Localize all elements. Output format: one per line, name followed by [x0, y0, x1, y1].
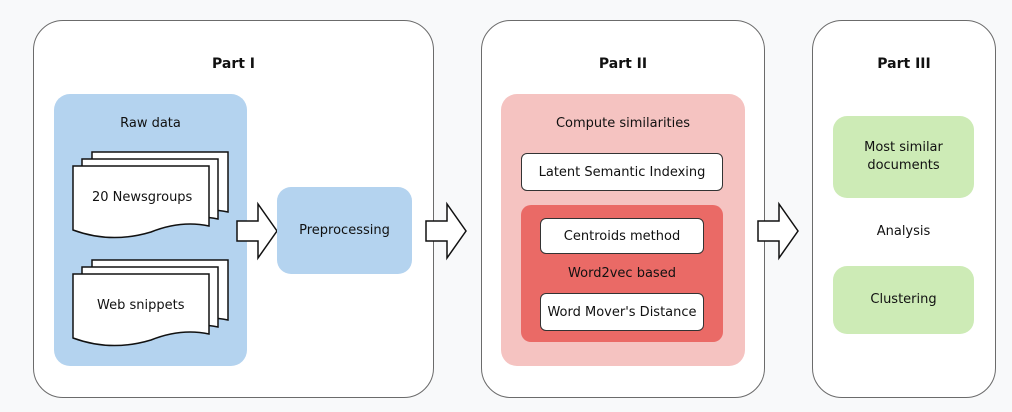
part-1-title: Part I: [211, 56, 255, 72]
raw-data-label: Raw data: [120, 116, 181, 131]
wmd-box: Word Mover's Distance: [540, 293, 704, 331]
part-3-panel: Part III: [812, 20, 996, 398]
doc-web-snippets-label: Web snippets: [97, 298, 185, 313]
most-similar-documents-label: Most similar documents: [864, 140, 943, 173]
part-2-title: Part II: [598, 56, 648, 72]
word2vec-label: Word2vec based: [568, 266, 676, 281]
arrow-right-icon: [757, 201, 799, 261]
arrow-right-icon: [425, 201, 467, 261]
centroids-method-box: Centroids method: [540, 218, 704, 254]
analysis-label: Analysis: [876, 224, 931, 239]
doc-stack-web-snippets-icon: [72, 259, 229, 347]
preprocessing-box: Preprocessing: [277, 187, 412, 274]
doc-stack-newsgroups-icon: [72, 151, 229, 239]
most-similar-documents-box: Most similar documents: [833, 116, 974, 198]
doc-newsgroups-label: 20 Newsgroups: [92, 190, 193, 205]
compute-similarities-label: Compute similarities: [555, 116, 691, 131]
clustering-box: Clustering: [833, 266, 974, 334]
lsi-box: Latent Semantic Indexing: [521, 153, 723, 191]
arrow-right-icon: [236, 201, 278, 261]
part-3-title: Part III: [877, 56, 931, 72]
